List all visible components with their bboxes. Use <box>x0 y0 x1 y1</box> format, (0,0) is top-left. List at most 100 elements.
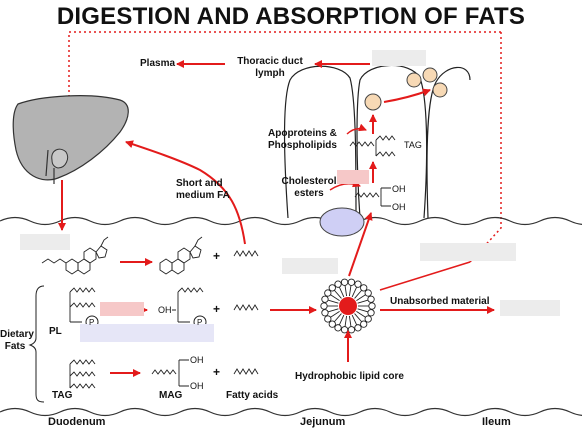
mucosa-wave-upper <box>0 216 582 226</box>
label-fatty-acids: Fatty acids <box>226 390 279 401</box>
redacted-label-villus-top <box>372 50 426 66</box>
gallbladder-shape <box>51 148 69 169</box>
enterocyte-nucleus <box>319 207 365 237</box>
arrow-to-ileum <box>379 261 471 291</box>
redacted-label-enzyme-blue <box>80 324 214 342</box>
redacted-label-enzyme-pink <box>100 302 144 316</box>
redacted-label-bile <box>20 234 70 250</box>
free-cholesterol-molecule <box>159 236 203 275</box>
micelle-tail <box>354 289 363 299</box>
label-ileum: Ileum <box>482 416 511 428</box>
label-tag: TAG <box>52 390 73 401</box>
micelle-head <box>354 280 362 288</box>
micelle-head <box>328 284 336 292</box>
micelle-head <box>328 320 336 328</box>
micelle-head <box>367 309 375 317</box>
label-jejunum: Jejunum <box>300 416 346 428</box>
label-oh-bottom: OH <box>392 202 406 212</box>
micelle-tail <box>338 286 345 298</box>
chylomicron-3 <box>422 67 438 83</box>
arrow-micelle-up <box>348 212 373 277</box>
arrow-short-fa-to-liver <box>125 140 246 245</box>
redacted-label-cholesterol <box>337 170 369 184</box>
micelle-tail <box>356 311 366 318</box>
plus-sign-2: + <box>213 302 221 316</box>
micelle-head <box>347 326 356 334</box>
micelle-tail <box>348 285 352 297</box>
micelle-tail <box>357 308 369 313</box>
micelle-head <box>321 309 329 317</box>
micelle-head <box>367 295 375 303</box>
lysopl-molecule <box>172 287 204 323</box>
micelle-tail <box>330 311 340 318</box>
label-oh-mag-top: OH <box>190 355 204 365</box>
label-thoracic-duct: Thoracic duct lymph <box>237 56 303 79</box>
label-hydrophobic-core: Hydrophobic lipid core <box>295 371 404 382</box>
micelle-tail <box>344 285 348 297</box>
label-p2: P <box>197 318 203 327</box>
micelle-head <box>334 324 342 332</box>
micelle-head <box>340 326 349 334</box>
cholesterol-molecule <box>41 236 109 275</box>
micelle-head <box>347 278 356 286</box>
micelle-core <box>339 297 357 315</box>
redacted-label-ileum <box>420 243 516 261</box>
micelle-head <box>320 302 328 310</box>
label-plasma: Plasma <box>140 58 176 69</box>
label-dietary-fats: Dietary Fats <box>0 329 34 352</box>
tag-molecule <box>69 359 96 389</box>
bile-duct <box>45 149 55 184</box>
redacted-label-feces <box>500 300 560 316</box>
label-tag-small: TAG <box>404 140 422 150</box>
fa-chain-row2 <box>233 304 259 311</box>
plus-sign-1: + <box>213 249 221 263</box>
arrow-apoproteins <box>346 123 367 135</box>
plus-sign-3: + <box>213 365 221 379</box>
label-duodenum: Duodenum <box>48 416 106 428</box>
label-p1: P <box>89 318 95 327</box>
label-short-medium-fa: Short and medium FA <box>176 178 230 201</box>
micelle-tail <box>330 294 340 301</box>
fa-chain-row1 <box>233 250 259 257</box>
label-oh-mag-bottom: OH <box>190 381 204 391</box>
micelle-tail <box>338 314 345 326</box>
micelle-head <box>324 315 332 323</box>
fa-chain-row3 <box>233 368 259 375</box>
chylomicron-2 <box>406 72 422 88</box>
micelle-head <box>354 324 362 332</box>
mucosa-wave-lower <box>0 407 582 417</box>
label-pl: PL <box>49 326 62 337</box>
micelle <box>320 278 376 334</box>
micelle-tail <box>333 289 342 299</box>
micelle-tail <box>327 308 339 313</box>
mag-chains-villus <box>354 187 391 207</box>
label-oh-pl: OH <box>158 305 172 315</box>
arrow-exocytosis <box>383 88 431 103</box>
micelle-head <box>324 289 332 297</box>
micelle-head <box>364 289 372 297</box>
label-mag: MAG <box>159 390 183 401</box>
micelle-tail <box>348 315 352 327</box>
dietary-fats-bracket <box>28 285 45 403</box>
liver-shape <box>12 95 129 181</box>
micelle-tail <box>354 313 363 323</box>
micelle-tail <box>344 315 348 327</box>
micelle-head <box>360 284 368 292</box>
chylomicron-1 <box>364 93 382 111</box>
label-unabsorbed: Unabsorbed material <box>390 296 490 307</box>
micelle-head <box>364 315 372 323</box>
chylomicron-4 <box>432 82 448 98</box>
micelle-head <box>334 280 342 288</box>
redacted-label-micelle <box>282 258 338 274</box>
mag-molecule <box>151 359 189 387</box>
micelle-tail <box>351 286 358 298</box>
micelle-head <box>321 295 329 303</box>
tag-chains-villus <box>349 135 396 157</box>
micelle-tail <box>357 299 369 304</box>
micelle-tail <box>333 313 342 323</box>
pl-molecule <box>69 287 96 323</box>
micelle-head <box>368 302 376 310</box>
micelle-head <box>360 320 368 328</box>
